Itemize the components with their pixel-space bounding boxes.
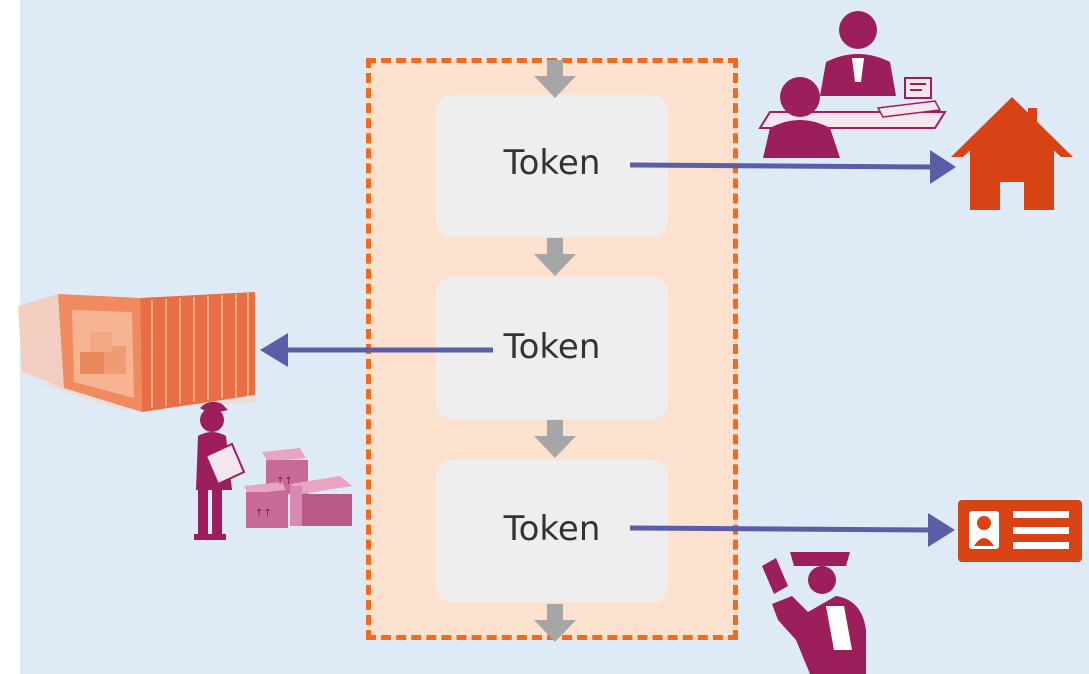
- token-label-2: Token: [503, 327, 601, 367]
- customs-officer-icon: [762, 552, 866, 674]
- delivery-worker-icon: [194, 401, 246, 540]
- connector-arrow-house: [629, 150, 956, 184]
- flow-arrow-top: [534, 60, 576, 98]
- token-label-3: Token: [503, 509, 601, 549]
- boxes-icon: ↑↑ ↑↑: [244, 448, 352, 528]
- connector-arrow-id-card: [629, 513, 955, 547]
- id-card-icon: [958, 500, 1082, 562]
- shipping-container-icon: [18, 292, 258, 412]
- token-card-1: Token: [436, 95, 668, 237]
- connector-arrow-container: [260, 333, 493, 367]
- flow-arrow-1-2: [534, 238, 576, 276]
- token-card-3: Token: [436, 460, 668, 602]
- flow-arrow-2-3: [534, 420, 576, 458]
- people-at-desk-icon: [758, 11, 947, 158]
- svg-text:↑↑: ↑↑: [255, 508, 272, 519]
- token-label-1: Token: [503, 143, 601, 183]
- house-icon: [951, 97, 1073, 210]
- flow-arrow-bottom: [534, 604, 576, 642]
- svg-text:↑↑: ↑↑: [276, 476, 293, 487]
